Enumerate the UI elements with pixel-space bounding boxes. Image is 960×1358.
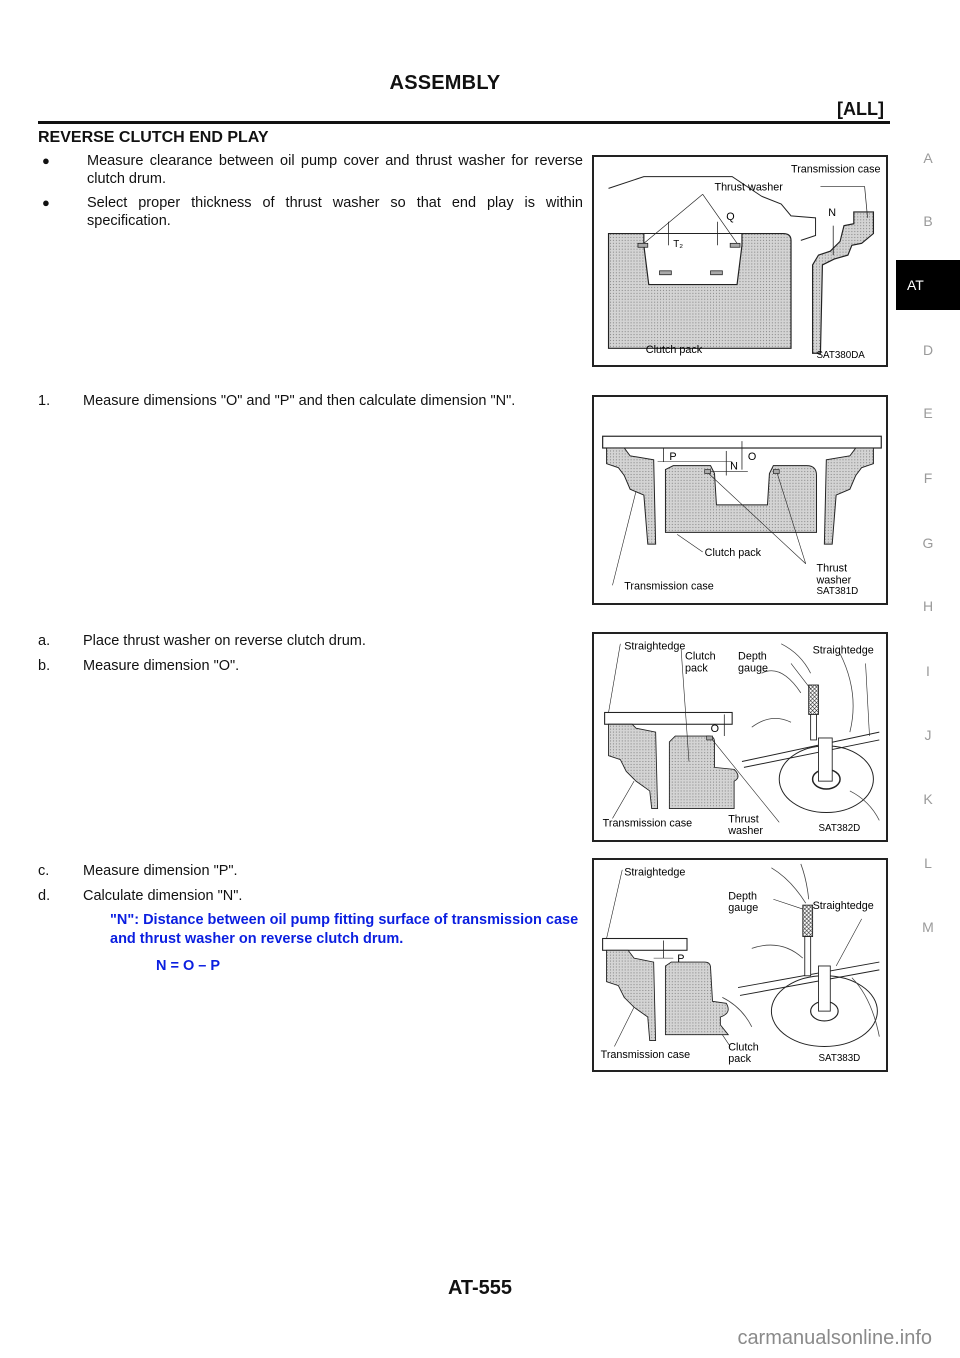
step-letter: d. <box>38 888 51 904</box>
section-tab-g[interactable]: G <box>922 535 934 551</box>
step-item: 1. Measure dimensions "O" and "P" and th… <box>38 392 583 410</box>
measure-dimension-o-diagram: Straightedge Clutch pack Depth gauge Str… <box>603 641 880 837</box>
label-straightedge-left: Straightedge <box>624 641 685 653</box>
page-scope: [ALL] <box>837 99 884 119</box>
bullet-item: ● Measure clearance between oil pump cov… <box>38 152 583 188</box>
section-tab-f[interactable]: F <box>923 470 933 486</box>
label-o: O <box>711 723 719 735</box>
label-n: N <box>828 207 836 219</box>
section-tab-j[interactable]: J <box>924 727 932 743</box>
label-clutch: Clutch <box>685 651 716 663</box>
step-number: 1. <box>38 393 51 409</box>
label-pack: pack <box>728 1053 751 1065</box>
label-n: N <box>730 461 738 473</box>
section-tab-d[interactable]: D <box>922 342 934 358</box>
label-p: P <box>669 451 676 463</box>
step-1: 1. Measure dimensions "O" and "P" and th… <box>38 392 583 416</box>
section-tab-a[interactable]: A <box>923 150 933 166</box>
figure-sat381d: P N O Clutch pack Thrust washer Transmis… <box>592 395 888 605</box>
label-gauge: gauge <box>738 662 768 674</box>
figure-code: SAT380DA <box>817 350 866 361</box>
step-letter: b. <box>38 658 51 674</box>
bullet-icon: ● <box>42 195 50 210</box>
label-p: P <box>677 953 684 965</box>
figure-code: SAT382D <box>818 823 860 834</box>
figure-sat383d: Straightedge Depth gauge Straightedge P … <box>592 858 888 1072</box>
label-straightedge-right: Straightedge <box>813 900 874 912</box>
label-t2: T₂ <box>673 239 683 250</box>
step-text: Measure dimension "O". <box>83 658 240 674</box>
page-number: AT-555 <box>447 1277 513 1299</box>
bullet-text: Measure clearance between oil pump cover… <box>87 153 583 187</box>
label-clutch-pack: Clutch pack <box>646 344 703 356</box>
section-tab-e[interactable]: E <box>923 405 933 421</box>
label-transmission-case: Transmission case <box>624 580 713 592</box>
label-o: O <box>748 451 756 463</box>
label-straightedge-left: Straightedge <box>624 867 685 879</box>
figure-sat380da: Transmission case Thrust washer Q T₂ N C… <box>592 155 888 367</box>
step-item: d. Calculate dimension "N". <box>38 887 583 905</box>
label-transmission-case: Transmission case <box>603 817 692 829</box>
step-item: b. Measure dimension "O". <box>38 657 583 675</box>
definition-text: "N": Distance between oil pump fitting s… <box>110 912 579 947</box>
dimension-measurement-diagram: P N O Clutch pack Thrust washer Transmis… <box>602 435 882 597</box>
page-title: ASSEMBLY <box>389 72 501 94</box>
section-tab-k[interactable]: K <box>923 791 933 807</box>
label-transmission-case: Transmission case <box>791 164 880 176</box>
step-text: Measure dimensions "O" and "P" and then … <box>83 393 516 409</box>
section-tab-b[interactable]: B <box>923 213 933 229</box>
clutch-end-play-diagram: Transmission case Thrust washer Q T₂ N C… <box>607 164 881 361</box>
header-divider <box>38 121 890 124</box>
figure-code: SAT383D <box>819 1053 861 1064</box>
label-thrust: Thrust <box>728 813 759 825</box>
step-item: c. Measure dimension "P". <box>38 862 583 880</box>
bullet-text: Select proper thickness of thrust washer… <box>87 195 583 229</box>
section-tab-h[interactable]: H <box>922 598 934 614</box>
label-gauge: gauge <box>728 902 758 914</box>
formula: N = O – P <box>156 958 221 974</box>
label-washer: washer <box>816 574 852 586</box>
label-washer: washer <box>727 825 763 837</box>
watermark[interactable]: carmanualsonline.info <box>737 1327 932 1349</box>
steps-a-b: a. Place thrust washer on reverse clutch… <box>38 632 583 681</box>
section-tab-m[interactable]: M <box>922 919 934 935</box>
step-text: Place thrust washer on reverse clutch dr… <box>83 633 366 649</box>
label-depth: Depth <box>728 890 757 902</box>
section-tab-i[interactable]: I <box>926 663 930 679</box>
figure-sat382d: Straightedge Clutch pack Depth gauge Str… <box>592 632 888 842</box>
figure-code: SAT381D <box>817 586 859 597</box>
step-text: Measure dimension "P". <box>83 863 238 879</box>
section-title: REVERSE CLUTCH END PLAY <box>38 129 269 146</box>
section-tab-l[interactable]: L <box>924 855 932 871</box>
step-letter: a. <box>38 633 51 649</box>
label-thrust: Thrust <box>817 563 848 575</box>
steps-c-d: c. Measure dimension "P". d. Calculate d… <box>38 862 583 976</box>
label-clutch: Clutch <box>728 1041 759 1053</box>
intro-bullets: ● Measure clearance between oil pump cov… <box>38 152 583 236</box>
label-straightedge-right: Straightedge <box>813 645 874 657</box>
measure-dimension-p-diagram: Straightedge Depth gauge Straightedge P … <box>601 863 880 1065</box>
step-item: a. Place thrust washer on reverse clutch… <box>38 632 583 650</box>
bullet-item: ● Select proper thickness of thrust wash… <box>38 194 583 230</box>
label-thrust-washer: Thrust washer <box>714 181 783 193</box>
label-q: Q <box>726 211 734 223</box>
definition-note: "N": Distance between oil pump fitting s… <box>110 911 583 976</box>
section-tab-at-active[interactable]: AT <box>896 260 960 310</box>
label-transmission-case: Transmission case <box>601 1049 690 1061</box>
bullet-icon: ● <box>42 153 50 168</box>
step-letter: c. <box>38 863 50 879</box>
label-pack: pack <box>685 662 708 674</box>
label-clutch-pack: Clutch pack <box>705 547 762 559</box>
step-text: Calculate dimension "N". <box>83 888 243 904</box>
label-depth: Depth <box>738 651 767 663</box>
